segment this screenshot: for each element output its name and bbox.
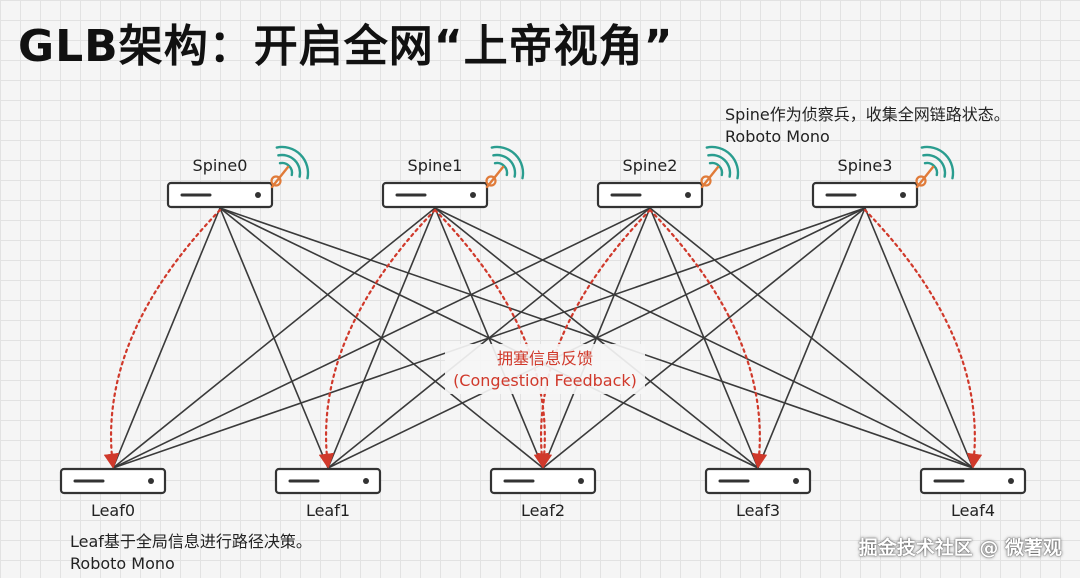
switch-chassis (59, 467, 167, 495)
link-spine2-leaf0 (112, 207, 651, 469)
leaf-annotation-font: Roboto Mono (70, 554, 175, 573)
radar-signal-icon-1 (485, 145, 525, 189)
feedback-arrow-spine0-leaf0 (103, 208, 222, 470)
leaf-label-0: Leaf0 (91, 501, 135, 520)
leaf-switch-icon-2 (489, 467, 597, 495)
radar-signal-icon-2 (700, 145, 740, 189)
feedback-label-cn: 拥塞信息反馈 (497, 349, 593, 368)
switch-chassis (381, 181, 489, 209)
switch-status-led (793, 478, 799, 484)
spine-annotation-font: Roboto Mono (725, 127, 830, 146)
spine-label-0: Spine0 (193, 156, 248, 175)
spine-annotation-text: Spine作为侦察兵，收集全网链路状态。 (725, 105, 1010, 124)
spine-label-1: Spine1 (408, 156, 463, 175)
switch-status-led (148, 478, 154, 484)
spine-switch-icon-3 (811, 181, 919, 209)
spine-label-2: Spine2 (623, 156, 678, 175)
switch-status-led (900, 192, 906, 198)
link-layer (112, 207, 974, 469)
feedback-arrow-spine1-leaf1 (318, 208, 437, 470)
link-spine3-leaf3 (757, 207, 866, 469)
switch-status-led (1008, 478, 1014, 484)
spine-label-3: Spine3 (838, 156, 893, 175)
link-spine3-leaf0 (112, 207, 866, 469)
leaf-label-3: Leaf3 (736, 501, 780, 520)
switch-status-led (685, 192, 691, 198)
link-spine0-leaf0 (112, 207, 221, 469)
switch-chassis (489, 467, 597, 495)
switch-status-led (255, 192, 261, 198)
feedback-arrow-spine3-leaf4 (863, 208, 983, 470)
feedback-arrow-spine1-leaf2 (433, 208, 553, 470)
leaf-label-1: Leaf1 (306, 501, 350, 520)
link-spine3-leaf2 (542, 207, 866, 469)
spine-switch-icon-2 (596, 181, 704, 209)
switch-chassis (596, 181, 704, 209)
leaf-label-4: Leaf4 (951, 501, 995, 520)
leaf-label-2: Leaf2 (521, 501, 565, 520)
switch-chassis (919, 467, 1027, 495)
radar-signal-icon-3 (915, 145, 955, 189)
congestion-feedback-label: 拥塞信息反馈 (Congestion Feedback) (445, 344, 645, 394)
link-spine3-leaf1 (327, 207, 866, 469)
link-spine1-leaf0 (112, 207, 436, 469)
leaf-switch-icon-3 (704, 467, 812, 495)
watermark: 掘金技术社区 @ 微著观 (858, 537, 1062, 559)
feedback-arrow-layer (103, 208, 983, 470)
leaf-switch-icon-4 (919, 467, 1027, 495)
leaf-switch-icon-1 (274, 467, 382, 495)
switch-status-led (470, 192, 476, 198)
switch-status-led (363, 478, 369, 484)
feedback-arrow-spine2-leaf2 (533, 208, 652, 470)
switch-status-led (578, 478, 584, 484)
switch-chassis (166, 181, 274, 209)
page-title: GLB架构：开启全网“上帝视角” (18, 21, 674, 72)
spine-switch-icon-0 (166, 181, 274, 209)
feedback-label-en: (Congestion Feedback) (453, 371, 637, 390)
switch-chassis (704, 467, 812, 495)
radar-signal-icon-0 (270, 145, 310, 189)
feedback-arrow-spine2-leaf3 (648, 208, 768, 470)
spine-switch-icon-1 (381, 181, 489, 209)
switch-chassis (274, 467, 382, 495)
leaf-switch-icon-0 (59, 467, 167, 495)
spine-annotation: Spine作为侦察兵，收集全网链路状态。 Roboto Mono (725, 104, 1010, 148)
link-spine3-leaf4 (864, 207, 974, 469)
switch-chassis (811, 181, 919, 209)
leaf-annotation: Leaf基于全局信息进行路径决策。 Roboto Mono (70, 531, 312, 575)
leaf-annotation-text: Leaf基于全局信息进行路径决策。 (70, 532, 312, 551)
